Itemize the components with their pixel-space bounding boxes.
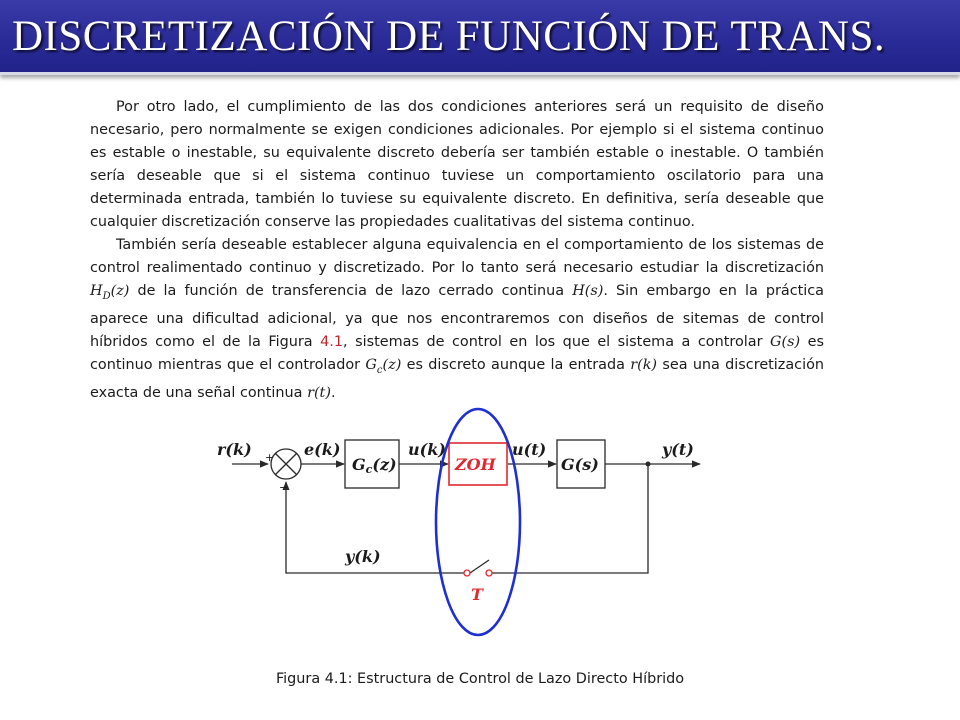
sampler-label: T (471, 585, 484, 604)
figure-reference-link[interactable]: 4.1 (320, 333, 344, 350)
highlight-ellipse (434, 407, 522, 637)
switch-contact-left (463, 569, 471, 577)
paragraph-2: También sería deseable establecer alguna… (90, 234, 824, 405)
p2-text-1: También sería deseable establecer alguna… (90, 237, 824, 276)
math-hs: H(s) (572, 283, 604, 299)
zoh-label: ZOH (454, 455, 497, 474)
feedback-label: y(k) (344, 547, 381, 566)
control-label: u(k) (408, 440, 446, 459)
title-bar: DISCRETIZACIÓN DE FUNCIÓN DE TRANS. (0, 0, 960, 75)
controller-label: Gc(z) (352, 455, 397, 476)
zoh-block (448, 442, 508, 486)
paragraph-1: Por otro lado, el cumplimiento de las do… (90, 99, 824, 230)
math-rk: r(k) (630, 356, 658, 373)
sampler-switch (469, 559, 490, 574)
feedback-line-left (282, 481, 466, 574)
plant-label: G(s) (561, 455, 599, 474)
math-gs: G(s) (770, 333, 801, 350)
feedback-line-right (489, 464, 649, 574)
p2-text-8: . (330, 384, 336, 401)
math-hdz: HD(z) (90, 283, 130, 302)
slide-title: DISCRETIZACIÓN DE FUNCIÓN DE TRANS. (12, 13, 886, 60)
error-label: e(k) (304, 440, 340, 459)
continuous-control-label: u(t) (512, 440, 546, 459)
p2-text-6: es discreto aunque la entrada (401, 356, 631, 373)
math-gcz: Gc(z) (365, 356, 402, 376)
input-label: r(k) (217, 440, 252, 459)
p2-text-5: es continuo mientras que el controlador (90, 333, 824, 373)
body-text: Por otro lado, el cumplimiento de las do… (90, 96, 824, 405)
p2-text-7: sea una discretización exacta de una señ… (90, 356, 825, 401)
output-junction-dot (645, 461, 651, 467)
plus-sign: + (265, 451, 274, 464)
p2-text-2: de la función de transferencia de lazo c… (129, 283, 573, 299)
output-label: y(t) (661, 440, 694, 459)
math-rt: r(t) (307, 384, 331, 401)
p2-text-4: , sistemas de control en los que el sist… (343, 333, 771, 350)
figure-caption: Figura 4.1: Estructura de Control de Laz… (275, 671, 685, 687)
p2-text-3: . Sin embargo en la práctica aparece una… (90, 283, 824, 350)
switch-contact-right (485, 569, 493, 577)
minus-sign: − (279, 481, 288, 494)
